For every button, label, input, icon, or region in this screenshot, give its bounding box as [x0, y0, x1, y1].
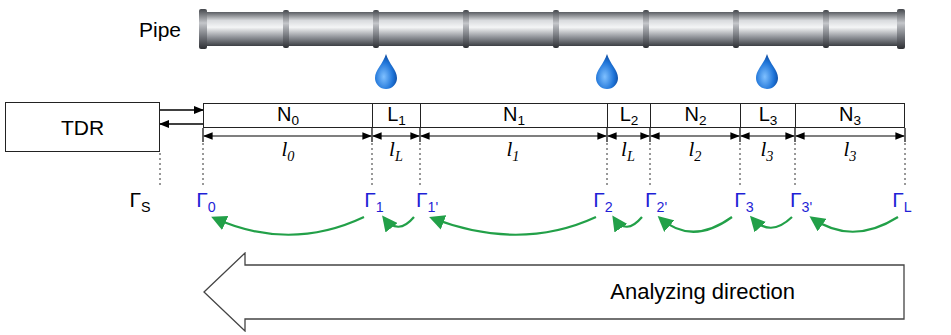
arrow-outline — [203, 252, 905, 332]
analysis-arrows — [214, 217, 898, 235]
dimension-lines — [203, 128, 905, 142]
signal-arrow — [160, 123, 203, 124]
reflection-label: Γ1 — [364, 189, 384, 214]
segment-cell: N1 — [420, 103, 608, 128]
node-text: L2 — [620, 104, 639, 128]
reflection-label: Γ2 — [593, 189, 613, 214]
node-text: N1 — [503, 104, 525, 128]
pipe-label: Pipe — [139, 19, 181, 40]
segment-cell: N2 — [650, 103, 741, 128]
segment-cell: L2 — [607, 103, 651, 128]
reflection-label: Γ3' — [790, 189, 812, 214]
reflection-label: ΓL — [892, 189, 912, 214]
reflection-label: ΓS — [129, 189, 150, 214]
segment-cell: L1 — [372, 103, 421, 128]
length-label: lL — [387, 139, 405, 163]
length-label: lL — [619, 139, 637, 163]
water-drop — [375, 54, 778, 89]
length-label: l3 — [842, 139, 859, 163]
segment-cell: N3 — [795, 103, 905, 128]
length-label: l2 — [687, 139, 704, 163]
signal-arrow — [160, 109, 203, 110]
node-text: TDR — [61, 117, 104, 138]
dotted-lines — [160, 143, 905, 186]
length-label: l3 — [759, 139, 776, 163]
segment-cell: N0 — [203, 103, 373, 128]
pipe — [199, 9, 905, 49]
tdr-box: TDR — [5, 102, 160, 152]
node-text: N3 — [839, 104, 861, 128]
segment-cell: L3 — [740, 103, 796, 128]
length-label: l1 — [505, 139, 522, 163]
length-label: l0 — [280, 139, 297, 163]
reflection-label: Γ0 — [196, 189, 216, 214]
node-text: L1 — [387, 104, 406, 128]
node-text: N0 — [277, 104, 299, 128]
reflection-label: Γ1' — [416, 189, 438, 214]
reflection-label: Γ3 — [734, 189, 754, 214]
direction-arrow: Analyzing direction — [203, 252, 905, 332]
reflection-label: Γ2' — [645, 189, 667, 214]
direction-text: Analyzing direction — [610, 281, 795, 303]
node-text: N2 — [684, 104, 706, 128]
node-text: L3 — [759, 104, 778, 128]
